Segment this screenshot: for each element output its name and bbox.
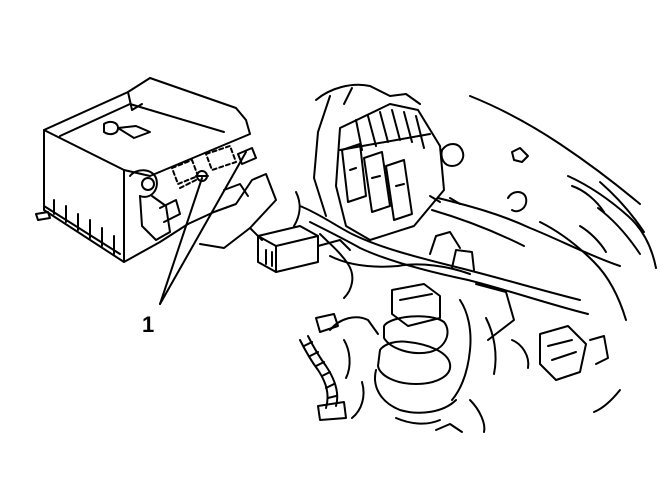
vacuum-hose — [299, 335, 347, 421]
callout-number-1: 1 — [142, 312, 155, 337]
wiring-connector — [257, 225, 351, 273]
relay-box — [35, 77, 257, 263]
ignition-module — [313, 83, 445, 241]
lower-engine-assembly — [315, 283, 609, 433]
callout-leader-lines — [159, 151, 247, 305]
wiring-harness — [293, 175, 657, 341]
mounting-bracket — [187, 173, 277, 249]
fittings — [429, 143, 607, 253]
firewall-outline — [435, 95, 645, 433]
